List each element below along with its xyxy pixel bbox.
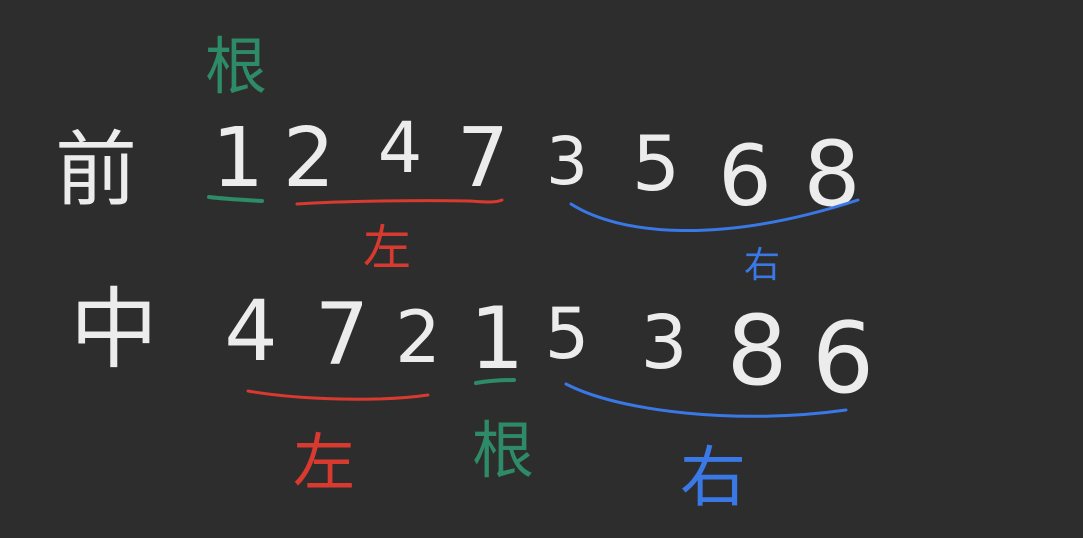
preorder-digit: 8	[803, 122, 860, 227]
preorder-digit: 1	[212, 111, 264, 206]
preorder-right-label: 右	[744, 245, 780, 286]
inorder-digits: 4 7 2 1 5 3 8 6	[224, 282, 874, 416]
inorder-right-label: 右	[680, 439, 746, 516]
inorder-digit: 7	[315, 285, 370, 385]
inorder-left-label: 左	[293, 426, 355, 499]
preorder-left-label: 左	[363, 220, 411, 276]
inorder-root-label: 根	[472, 414, 534, 487]
inorder-digit: 2	[395, 295, 441, 379]
inorder-digit: 4	[224, 282, 277, 380]
inorder-row-label: 中	[70, 278, 158, 381]
preorder-root-underline	[207, 195, 264, 203]
preorder-digit: 5	[632, 119, 680, 208]
inorder-right-arc	[564, 382, 848, 418]
inorder-left-underline	[246, 389, 430, 401]
inorder-digit: 6	[812, 302, 874, 416]
preorder-root-label: 根	[205, 30, 267, 103]
inorder-root-underline	[474, 378, 516, 385]
inorder-digit: 1	[470, 289, 525, 389]
preorder-digit: 7	[457, 111, 509, 206]
preorder-digit: 3	[546, 123, 588, 200]
inorder-digit: 5	[545, 293, 590, 375]
preorder-left-underline	[295, 198, 504, 206]
preorder-digit: 2	[283, 111, 335, 206]
inorder-digit: 3	[640, 300, 687, 386]
preorder-right-arc	[569, 198, 860, 232]
preorder-digit: 6	[718, 127, 771, 225]
preorder-digits: 1 2 4 7 3 5 6 8	[212, 107, 861, 227]
preorder-digit: 4	[378, 107, 423, 189]
inorder-digit: 8	[726, 295, 787, 407]
preorder-row-label: 前	[55, 123, 137, 218]
